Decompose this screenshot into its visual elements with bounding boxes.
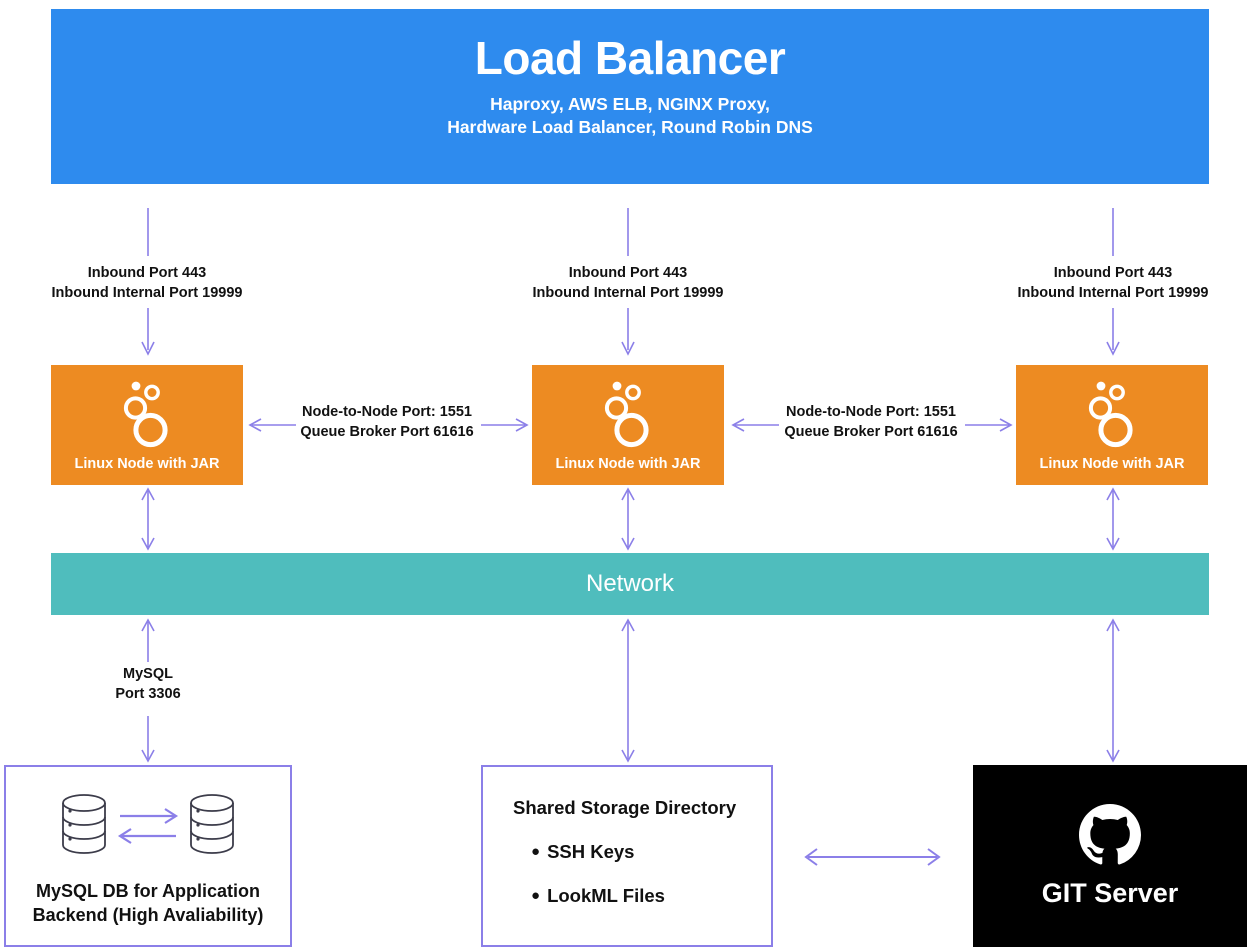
storage-to-git-connector (804, 848, 941, 866)
inbound-label-right-line1: Inbound Port 443 (1053, 265, 1173, 281)
shared-storage-item-label: SSH Keys (547, 841, 635, 862)
mysql-link-label: MySQL Port 3306 (78, 665, 218, 704)
network-to-git-connector (1106, 618, 1120, 763)
shared-storage-title: Shared Storage Directory (513, 797, 737, 818)
node-link-arrow-right-west (731, 418, 779, 432)
git-server-box[interactable]: GIT Server (973, 765, 1247, 947)
mysql-db-caption-line2: Backend (High Avaliability) (32, 905, 264, 926)
looker-bubbles-icon (1088, 381, 1133, 448)
node-link-label-left-line2: Queue Broker Port 61616 (300, 423, 474, 440)
mysql-link-label-line2: Port 3306 (115, 685, 181, 702)
network-to-mysql-connector (141, 618, 155, 763)
linux-node-left[interactable]: Linux Node with JAR (51, 365, 243, 485)
node-link-label-right: Node-to-Node Port: 1551 Queue Broker Por… (774, 403, 968, 442)
bullet-icon: ● (531, 843, 541, 860)
inbound-connector-right (1106, 208, 1120, 356)
inbound-label-right: Inbound Port 443 Inbound Internal Port 1… (992, 264, 1234, 303)
node-link-label-left-line1: Node-to-Node Port: 1551 (302, 404, 472, 420)
node-link-arrow-left-east (481, 418, 529, 432)
database-cylinder-icon (190, 794, 234, 854)
load-balancer-banner: Load Balancer Haproxy, AWS ELB, NGINX Pr… (51, 9, 1209, 184)
load-balancer-title: Load Balancer (474, 32, 786, 84)
shared-storage-box: Shared Storage Directory ● SSH Keys ● Look… (481, 765, 773, 947)
network-label: Network (585, 570, 675, 597)
github-octocat-icon (1079, 803, 1141, 864)
shared-storage-item-lookml-files: ● LookML Files (513, 885, 771, 907)
node-link-label-right-line2: Queue Broker Port 61616 (784, 423, 958, 440)
database-cylinder-icon (62, 794, 106, 854)
load-balancer-subtitle-line1: Haproxy, AWS ELB, NGINX Proxy, (490, 93, 770, 114)
mysql-replication-arrows (117, 808, 179, 844)
shared-storage-item-ssh-keys: ● SSH Keys (513, 841, 771, 863)
inbound-label-right-line2: Inbound Internal Port 19999 (1017, 284, 1209, 301)
bullet-icon: ● (531, 887, 541, 904)
node-to-network-connector-left (141, 487, 155, 551)
node-link-label-left: Node-to-Node Port: 1551 Queue Broker Por… (290, 403, 484, 442)
mysql-link-label-line1: MySQL (123, 666, 173, 682)
shared-storage-item-label: LookML Files (547, 885, 665, 906)
inbound-label-middle-line2: Inbound Internal Port 19999 (532, 284, 724, 301)
looker-bubbles-icon (123, 381, 168, 448)
inbound-label-middle-line1: Inbound Port 443 (568, 265, 688, 281)
node-to-network-connector-middle (621, 487, 635, 551)
mysql-db-caption: MySQL DB for Application Backend (High A… (33, 879, 264, 928)
network-bar: Network (51, 553, 1209, 615)
mysql-db-caption-line1: MySQL DB for Application (35, 881, 260, 901)
mysql-db-icons (56, 791, 240, 857)
inbound-label-left-line1: Inbound Port 443 (87, 265, 207, 281)
inbound-connector-left (141, 208, 155, 356)
mysql-db-box: MySQL DB for Application Backend (High A… (4, 765, 292, 947)
looker-bubbles-icon (604, 381, 649, 448)
node-link-label-right-line1: Node-to-Node Port: 1551 (786, 404, 956, 420)
inbound-connector-middle (621, 208, 635, 356)
load-balancer-subtitle: Haproxy, AWS ELB, NGINX Proxy, Hardware … (447, 93, 813, 140)
load-balancer-subtitle-line2: Hardware Load Balancer, Round Robin DNS (447, 117, 813, 138)
node-to-network-connector-right (1106, 487, 1120, 551)
inbound-label-left-line2: Inbound Internal Port 19999 (51, 284, 243, 301)
network-to-storage-connector (621, 618, 635, 763)
git-server-label: GIT Server (1041, 877, 1179, 908)
node-link-arrow-left-west (248, 418, 296, 432)
linux-node-left-label: Linux Node with JAR (74, 456, 220, 472)
linux-node-right-label: Linux Node with JAR (1039, 456, 1185, 472)
inbound-label-middle: Inbound Port 443 Inbound Internal Port 1… (507, 264, 749, 303)
linux-node-middle-label: Linux Node with JAR (555, 456, 701, 472)
linux-node-middle[interactable]: Linux Node with JAR (532, 365, 724, 485)
linux-node-right[interactable]: Linux Node with JAR (1016, 365, 1208, 485)
inbound-label-left: Inbound Port 443 Inbound Internal Port 1… (26, 264, 268, 303)
node-link-arrow-right-east (965, 418, 1013, 432)
